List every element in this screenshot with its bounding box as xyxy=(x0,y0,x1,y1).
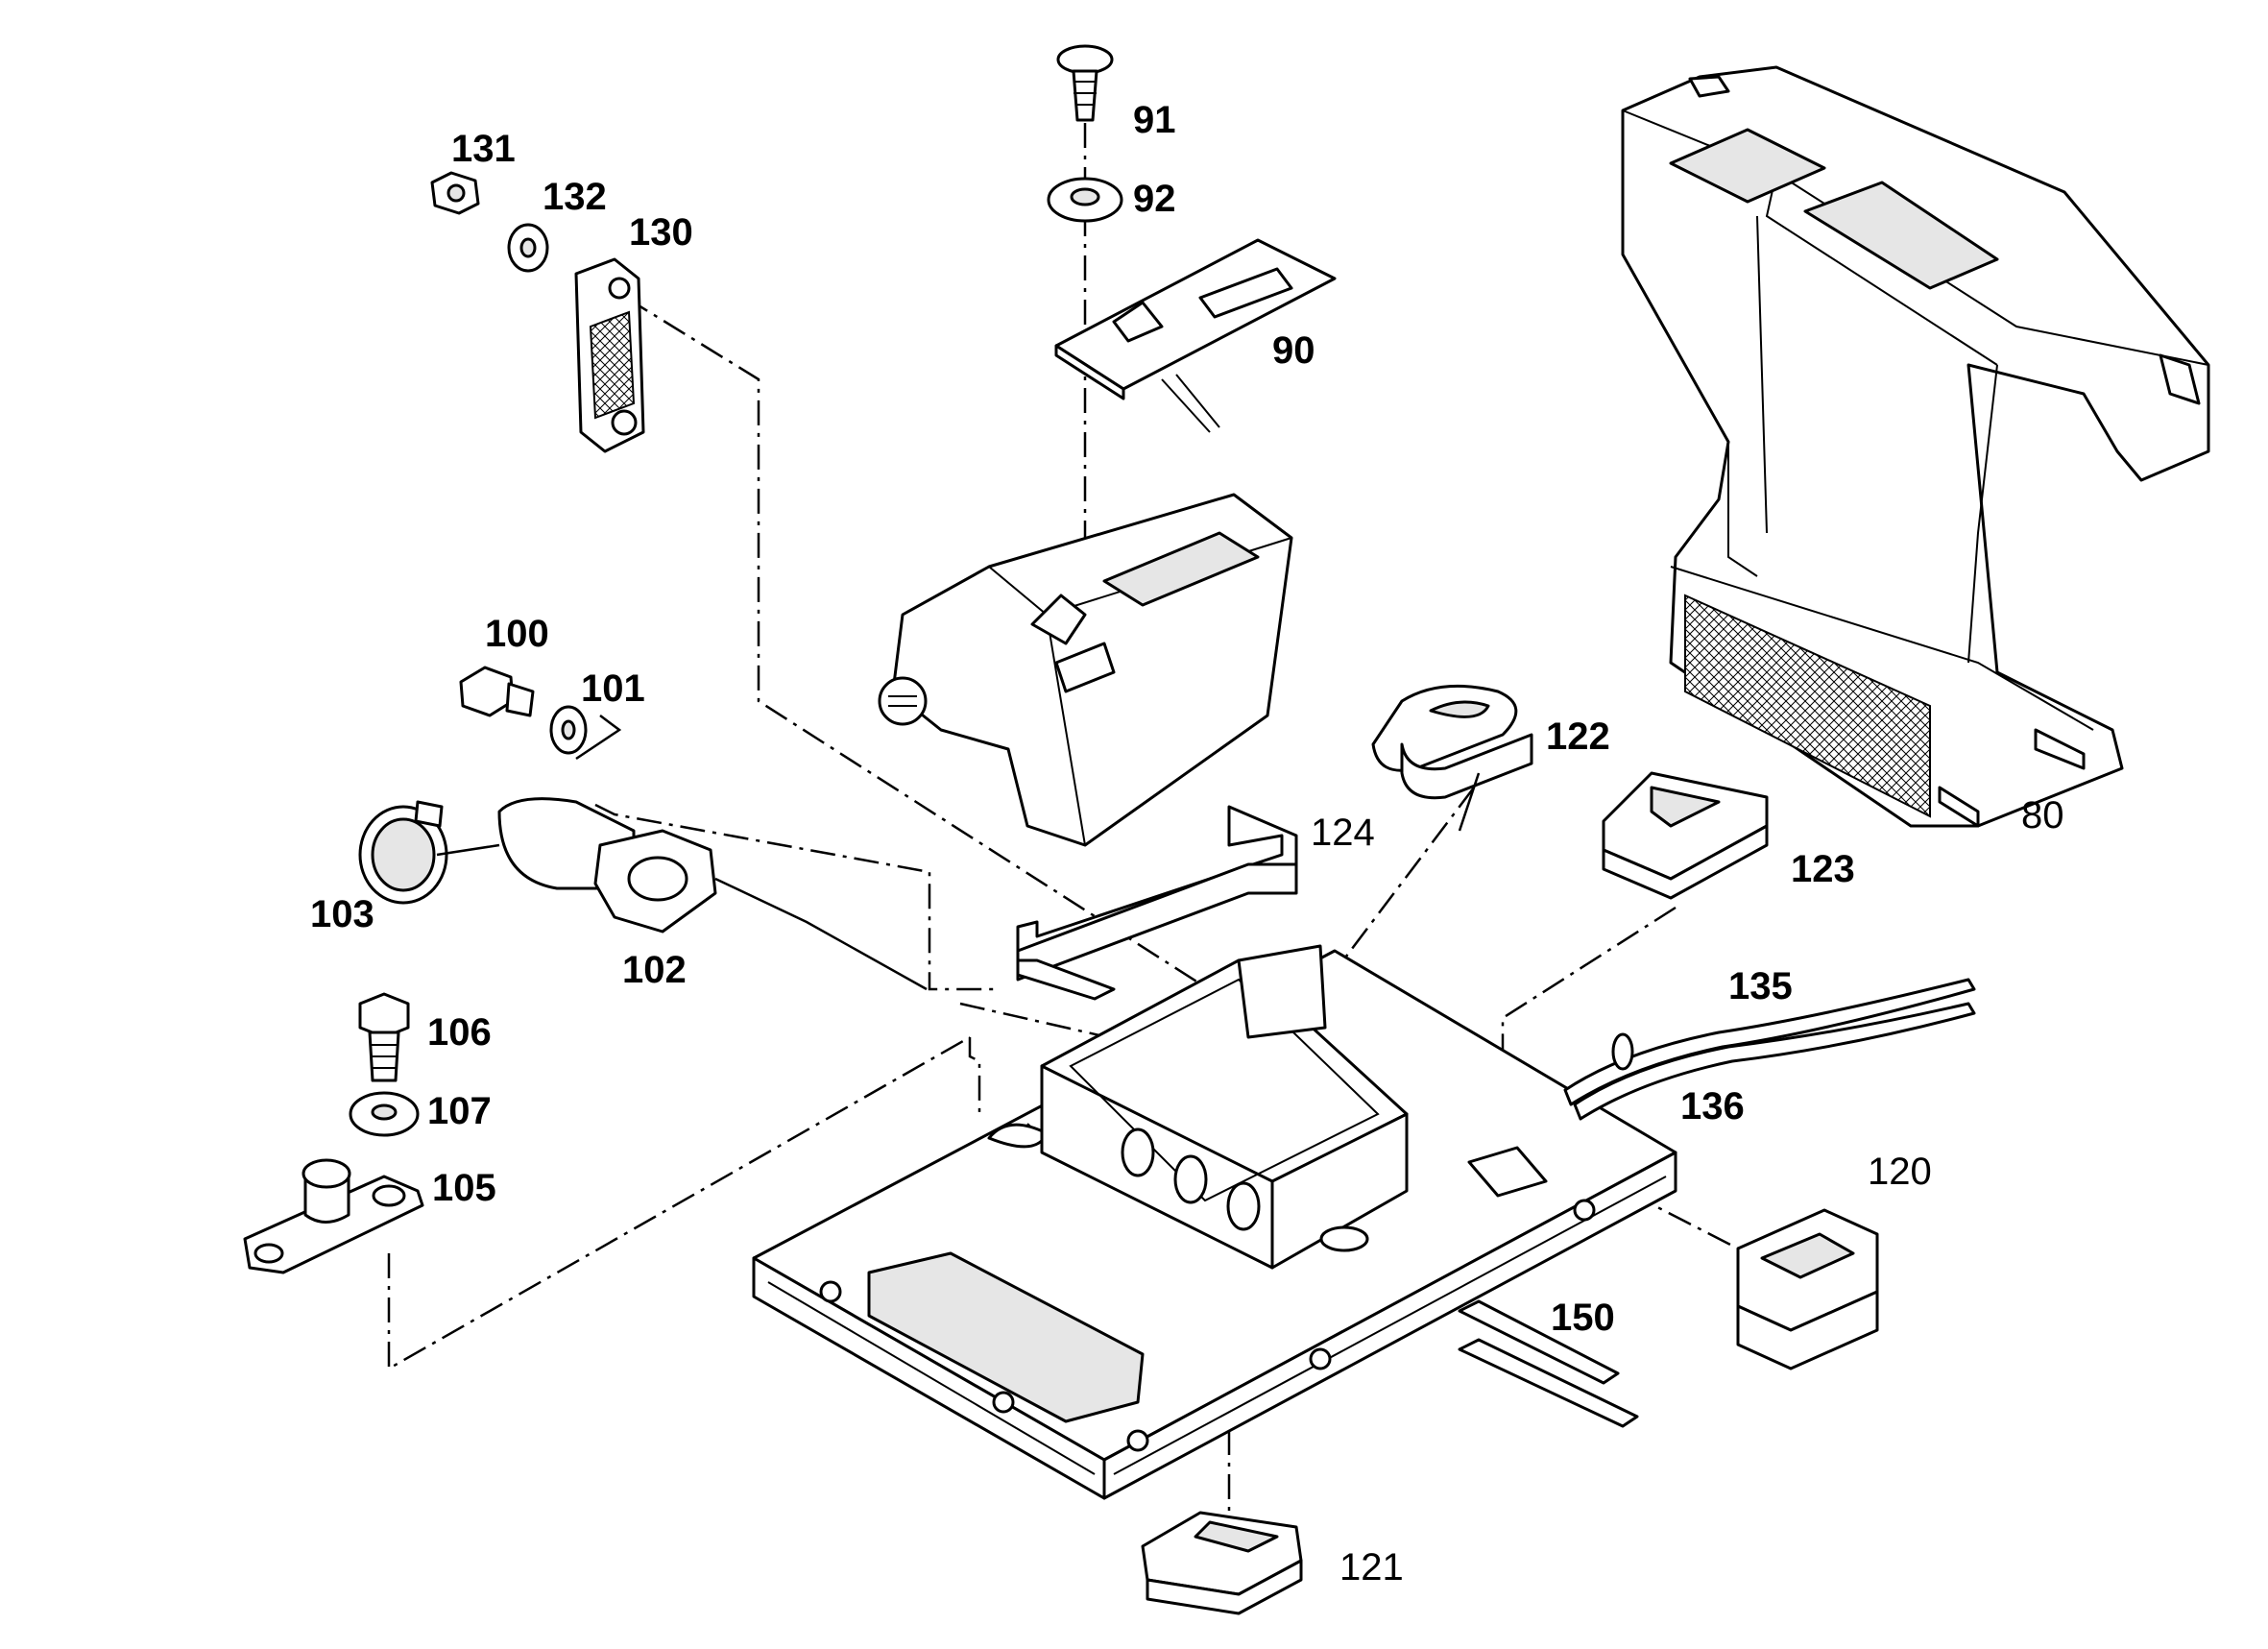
label-100: 100 xyxy=(485,613,549,655)
part-103-clamp xyxy=(358,800,448,905)
part-120-bracket xyxy=(1736,1208,1879,1370)
part-91-screw xyxy=(1056,44,1114,122)
label-130: 130 xyxy=(629,211,693,254)
label-136: 136 xyxy=(1680,1085,1745,1128)
part-100-bolt xyxy=(459,666,535,717)
part-135-cable xyxy=(1563,978,1976,1121)
part-106-bolt xyxy=(358,992,410,1082)
part-122-grommet xyxy=(1371,684,1533,800)
part-136-clip xyxy=(1611,1032,1634,1071)
part-105-bracket xyxy=(243,1158,424,1274)
label-92: 92 xyxy=(1133,178,1176,220)
label-120: 120 xyxy=(1868,1151,1932,1193)
label-80: 80 xyxy=(2021,794,2064,837)
part-90-plate xyxy=(1054,238,1337,433)
part-92-washer xyxy=(1047,177,1123,223)
label-107: 107 xyxy=(427,1090,492,1132)
label-101: 101 xyxy=(581,667,645,710)
label-150: 150 xyxy=(1551,1297,1615,1339)
part-131-nut xyxy=(430,171,480,215)
label-103: 103 xyxy=(310,893,374,935)
callouts: 91 92 90 131 132 130 100 101 103 102 106… xyxy=(310,99,2064,1588)
label-131: 131 xyxy=(451,128,516,170)
part-132-washer xyxy=(507,223,549,273)
part-121-grommet xyxy=(1141,1511,1303,1615)
unit-80 xyxy=(1621,65,2210,828)
part-150-strip xyxy=(1458,1299,1639,1428)
part-102-elbow xyxy=(497,797,717,934)
label-106: 106 xyxy=(427,1011,492,1054)
label-132: 132 xyxy=(543,176,607,218)
part-124-channel xyxy=(1016,805,1298,1001)
leader-lines xyxy=(436,715,1481,991)
label-135: 135 xyxy=(1728,965,1793,1007)
control-housing xyxy=(878,493,1293,847)
part-130-bracket xyxy=(574,257,645,453)
part-101-washer xyxy=(549,705,588,755)
label-123: 123 xyxy=(1791,848,1855,890)
label-91: 91 xyxy=(1133,99,1176,141)
label-124: 124 xyxy=(1311,812,1375,854)
label-122: 122 xyxy=(1546,715,1610,758)
label-102: 102 xyxy=(622,949,687,991)
part-107-washer xyxy=(349,1091,420,1137)
label-105: 105 xyxy=(432,1167,496,1209)
label-121: 121 xyxy=(1339,1546,1404,1588)
part-123-bracket xyxy=(1602,771,1769,900)
label-90: 90 xyxy=(1272,329,1315,372)
housing-block xyxy=(1040,944,1409,1270)
